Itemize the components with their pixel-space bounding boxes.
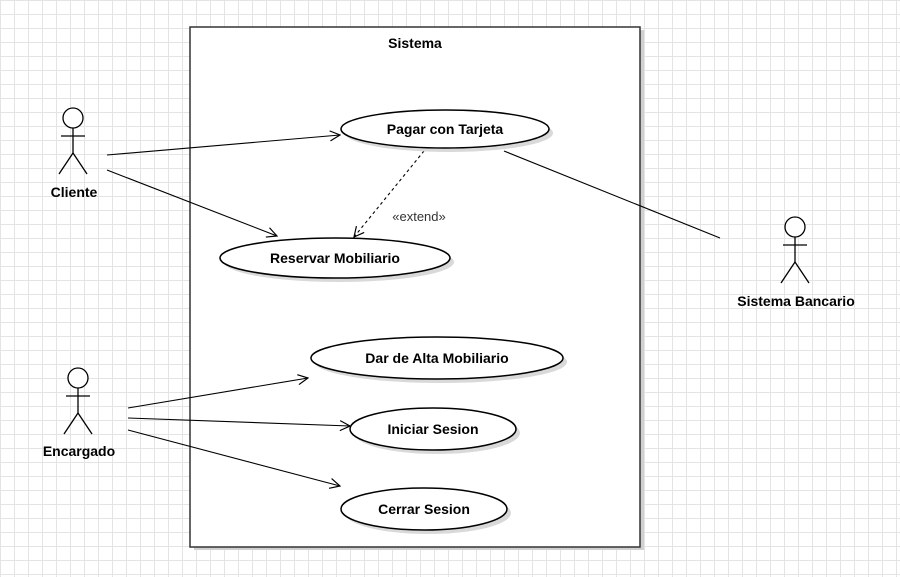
stick-figure-icon: [780, 216, 810, 284]
actor-sistema-bancario[interactable]: Sistema Bancario: [737, 216, 855, 309]
stick-figure-icon: [63, 367, 93, 435]
actor-sistema-bancario-label: Sistema Bancario: [737, 293, 855, 309]
system-title: Sistema: [388, 35, 442, 51]
use-case-alta-label: Dar de Alta Mobiliario: [365, 350, 508, 366]
use-case-pagar[interactable]: Pagar con Tarjeta: [340, 109, 553, 152]
use-case-iniciar[interactable]: Iniciar Sesion: [349, 407, 520, 454]
use-case-reservar[interactable]: Reservar Mobiliario: [219, 237, 454, 282]
extend-relation[interactable]: [354, 150, 425, 237]
association-encargado-alta[interactable]: [127, 378, 308, 409]
use-case-reservar-label: Reservar Mobiliario: [270, 250, 400, 266]
association-encargado-cerrar[interactable]: [127, 429, 340, 486]
association-pagar-banco[interactable]: [503, 150, 721, 239]
system-boundary[interactable]: Sistema: [189, 26, 644, 550]
use-case-cerrar[interactable]: Cerrar Sesion: [340, 487, 511, 534]
use-case-iniciar-label: Iniciar Sesion: [387, 421, 478, 437]
association-cliente-reservar[interactable]: [106, 169, 277, 236]
stick-figure-icon: [58, 107, 88, 175]
use-case-pagar-label: Pagar con Tarjeta: [387, 121, 504, 137]
use-case-cerrar-label: Cerrar Sesion: [378, 501, 470, 517]
actor-cliente[interactable]: Cliente: [51, 107, 98, 200]
association-cliente-pagar[interactable]: [106, 135, 340, 156]
extend-label: «extend»: [392, 209, 446, 224]
use-case-alta[interactable]: Dar de Alta Mobiliario: [310, 336, 567, 383]
actor-encargado-label: Encargado: [43, 443, 115, 459]
actor-encargado[interactable]: Encargado: [43, 367, 115, 459]
association-encargado-iniciar[interactable]: [127, 417, 350, 426]
actor-cliente-label: Cliente: [51, 184, 98, 200]
